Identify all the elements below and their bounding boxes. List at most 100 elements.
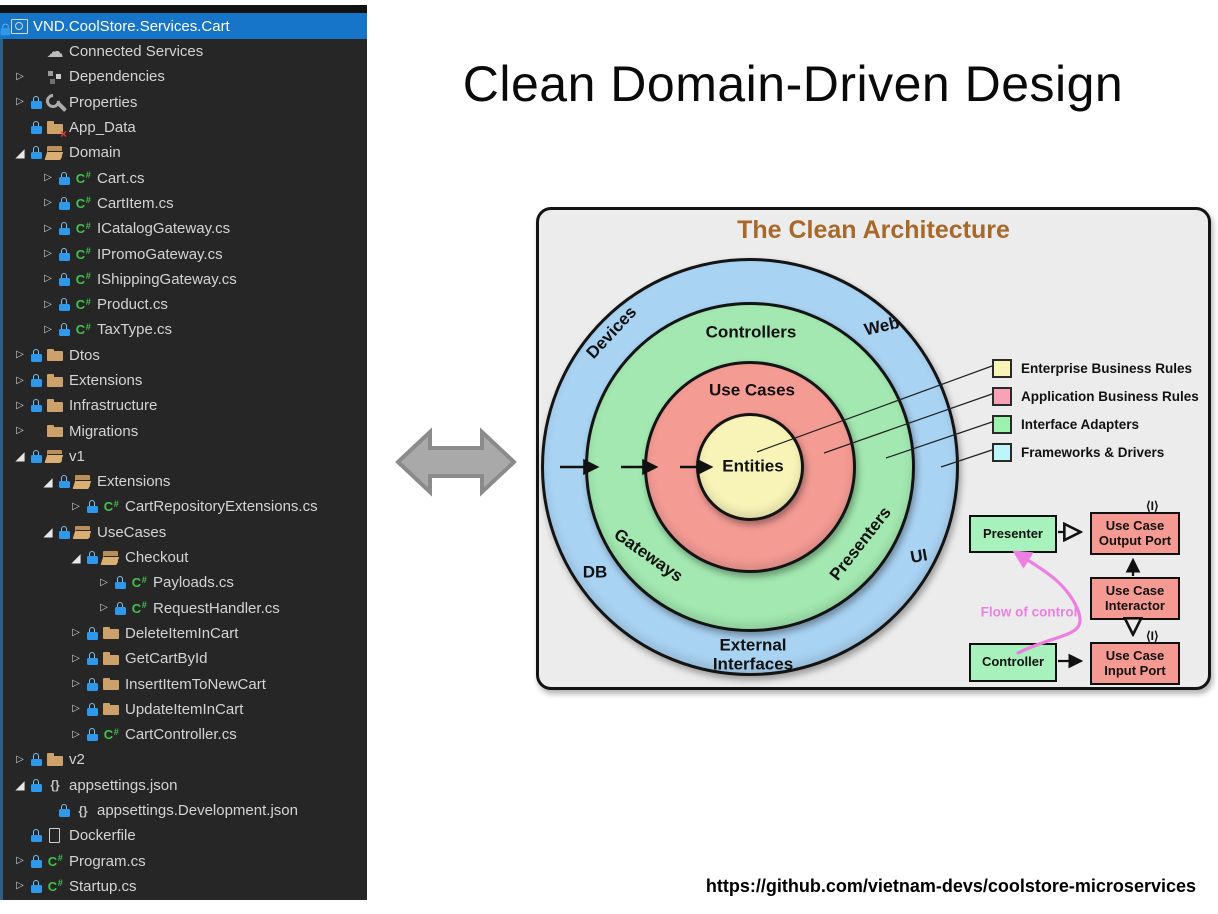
tree-row[interactable]: ▷C#Cart.cs (0, 165, 367, 190)
tree-row[interactable]: ▷ Infrastructure (0, 393, 367, 418)
tree-indent (0, 810, 40, 811)
collapse-arrow-icon[interactable]: ◢ (15, 778, 25, 793)
lock-icon (58, 475, 70, 489)
tree-row[interactable]: ▷C#CartRepositoryExtensions.cs (0, 494, 367, 519)
folder-icon (100, 700, 122, 719)
tree-indent (0, 279, 40, 280)
tree-row[interactable]: ◢Extensions (0, 469, 367, 494)
tree-row[interactable]: ▷DeleteItemInCart (0, 621, 367, 646)
tree-row[interactable]: ☁Connected Services (0, 39, 367, 64)
tree-row[interactable]: ▷C#Startup.cs (0, 874, 367, 899)
tree-row[interactable]: ◢Checkout (0, 545, 367, 570)
tree-row[interactable]: ▷C#CartItem.cs (0, 191, 367, 216)
lock-slot (112, 601, 128, 615)
deps-icon (44, 67, 66, 86)
expand-arrow-icon[interactable]: ▷ (72, 652, 80, 664)
tree-row[interactable]: ▷Properties (0, 90, 367, 115)
tree-item-label: CartRepositoryExtensions.cs (125, 498, 318, 516)
expand-arrow-icon[interactable]: ▷ (16, 70, 24, 82)
tree-row[interactable]: ▷UpdateItemInCart (0, 697, 367, 722)
tree-item-label: Infrastructure (69, 397, 158, 415)
lock-slot (28, 829, 44, 843)
tree-row[interactable]: ▷Dtos (0, 343, 367, 368)
tree-row[interactable]: ▷C#Program.cs (0, 849, 367, 874)
expand-arrow-icon[interactable]: ▷ (72, 500, 80, 512)
expand-arrow-icon[interactable]: ▷ (72, 728, 80, 740)
tree-row[interactable]: ▷C#IPromoGateway.cs (0, 241, 367, 266)
expand-arrow-icon[interactable]: ▷ (100, 576, 108, 588)
tree-row[interactable]: ▷C#Payloads.cs (0, 570, 367, 595)
tree-row[interactable]: ▷C#CartController.cs (0, 722, 367, 747)
tree-row[interactable]: ◢{}appsettings.json (0, 773, 367, 798)
expand-arrow-icon[interactable]: ▷ (16, 96, 24, 108)
tree-row[interactable]: ×App_Data (0, 115, 367, 141)
expand-arrow-icon[interactable]: ▷ (72, 627, 80, 639)
expand-arrow-icon[interactable]: ▷ (16, 855, 24, 867)
tree-row[interactable]: ▷C#TaxType.cs (0, 317, 367, 342)
tree-item-label: GetCartById (125, 650, 208, 668)
tree-row[interactable]: ▷ Migrations (0, 418, 367, 443)
tree-row[interactable]: ▷ GetCartById (0, 646, 367, 671)
expand-arrow-icon[interactable]: ▷ (44, 273, 52, 285)
csharp-file-icon: C# (75, 296, 91, 313)
lock-icon (114, 576, 126, 590)
expand-arrow-icon[interactable]: ▷ (16, 399, 24, 411)
expand-arrow-icon[interactable]: ▷ (44, 248, 52, 260)
tree-item-label: appsettings.Development.json (97, 802, 298, 820)
lock-slot (84, 626, 100, 640)
folder-icon (44, 371, 66, 390)
tree-item-label: Migrations (69, 422, 139, 440)
legend-item: Interface Adapters (992, 410, 1199, 438)
expand-arrow-icon[interactable]: ▷ (44, 222, 52, 234)
collapse-arrow-icon[interactable]: ◢ (71, 550, 81, 565)
project-icon (0, 17, 30, 36)
tree-row[interactable]: ▷C#IShippingGateway.cs (0, 267, 367, 292)
tree-item-label: CartItem.cs (97, 194, 174, 212)
tree-row[interactable]: ▷Dependencies (0, 64, 367, 89)
expand-arrow-icon[interactable]: ▷ (16, 374, 24, 386)
expand-arrow-icon[interactable]: ▷ (72, 678, 80, 690)
lock-icon (30, 879, 42, 893)
tree-row[interactable]: ◢Domain (0, 140, 367, 165)
folder-open-icon (72, 472, 94, 491)
expand-arrow-icon[interactable]: ▷ (16, 349, 24, 361)
tree-row[interactable]: ▷C#Product.cs (0, 292, 367, 317)
ui-label: UI (908, 545, 929, 568)
expand-arrow-icon[interactable]: ▷ (72, 703, 80, 715)
expand-arrow-icon[interactable]: ▷ (16, 425, 24, 437)
collapse-arrow-icon[interactable]: ◢ (43, 474, 53, 489)
tree-row[interactable]: ▷InsertItemToNewCart (0, 671, 367, 696)
tree-row-project[interactable]: VND.CoolStore.Services.Cart (0, 13, 367, 39)
expand-arrow-icon[interactable]: ▷ (16, 880, 24, 892)
tree-row[interactable]: ◢v1 (0, 444, 367, 469)
lock-icon (86, 551, 98, 565)
expand-arrow-icon[interactable]: ▷ (16, 753, 24, 765)
tree-row[interactable]: ◢UseCases (0, 520, 367, 545)
lock-icon (58, 222, 70, 236)
collapse-arrow-icon[interactable]: ◢ (15, 449, 25, 464)
csharp-file-icon: C# (103, 726, 119, 743)
folder-icon (44, 346, 66, 365)
collapse-arrow-icon[interactable]: ◢ (15, 145, 25, 160)
csharp-file-icon: C# (131, 600, 147, 616)
expand-arrow-icon[interactable]: ▷ (44, 172, 52, 184)
json-icon: {} (50, 778, 60, 793)
expand-arrow-icon[interactable]: ▷ (44, 323, 52, 335)
tree-row[interactable]: Dockerfile (0, 823, 367, 848)
legend-item: Enterprise Business Rules (992, 354, 1199, 382)
tree-indent (0, 304, 40, 305)
tree-row[interactable]: ▷Extensions (0, 368, 367, 393)
tree-row[interactable]: ▷v2 (0, 747, 367, 772)
expand-arrow-icon[interactable]: ▷ (44, 197, 52, 209)
lock-slot (56, 323, 72, 337)
collapse-arrow-icon[interactable]: ◢ (43, 525, 53, 540)
expand-arrow-icon[interactable]: ▷ (100, 602, 108, 614)
expand-arrow-icon[interactable]: ▷ (44, 298, 52, 310)
tree-row[interactable]: ▷C#ICatalogGateway.cs (0, 216, 367, 241)
lock-slot (56, 196, 72, 210)
tree-row[interactable]: {}appsettings.Development.json (0, 798, 367, 823)
csharp-file-icon: C# (75, 321, 91, 338)
lock-slot (28, 146, 44, 160)
tree-row[interactable]: ▷C#RequestHandler.cs (0, 596, 367, 621)
